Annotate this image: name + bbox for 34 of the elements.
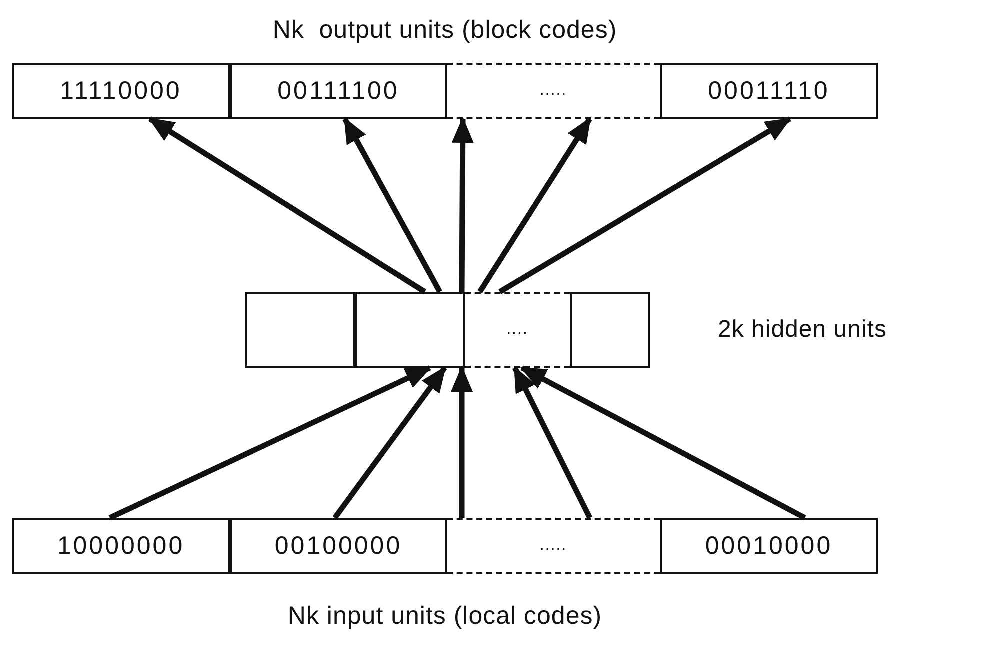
ellipsis-cell [447, 63, 660, 119]
unit-cell [570, 292, 650, 368]
arrow [512, 366, 592, 520]
arrow [451, 366, 473, 518]
unit-cell [660, 518, 878, 574]
unit-cell [230, 63, 447, 119]
arrow [452, 117, 474, 292]
arrow [520, 366, 806, 520]
binary-code: 00011110 [708, 76, 830, 106]
layer-title: Nk output units (block codes) [272, 16, 618, 45]
unit-cell [12, 518, 230, 574]
ellipsis-cell [465, 292, 570, 368]
unit-cell [230, 518, 447, 574]
unit-cell [355, 292, 465, 368]
binary-code: 00111100 [278, 76, 400, 106]
arrow [332, 366, 448, 520]
ellipsis: ..... [540, 82, 568, 100]
binary-code: 10000000 [57, 532, 185, 560]
layer-title: Nk input units (local codes) [286, 602, 604, 631]
ellipsis: ..... [540, 537, 568, 555]
arrow [478, 117, 592, 294]
arrow [148, 116, 426, 294]
arrow [108, 366, 432, 520]
arrow [342, 117, 442, 294]
binary-code: 00010000 [705, 532, 833, 560]
arrow [498, 116, 792, 294]
binary-code: 00100000 [274, 532, 402, 560]
unit-cell [245, 292, 355, 368]
binary-code: 11110000 [60, 76, 182, 106]
layer-title: 2k hidden units [718, 316, 887, 344]
unit-cell [660, 63, 878, 119]
unit-cell [12, 63, 230, 119]
ellipsis: .... [506, 321, 528, 339]
ellipsis-cell [447, 518, 660, 574]
